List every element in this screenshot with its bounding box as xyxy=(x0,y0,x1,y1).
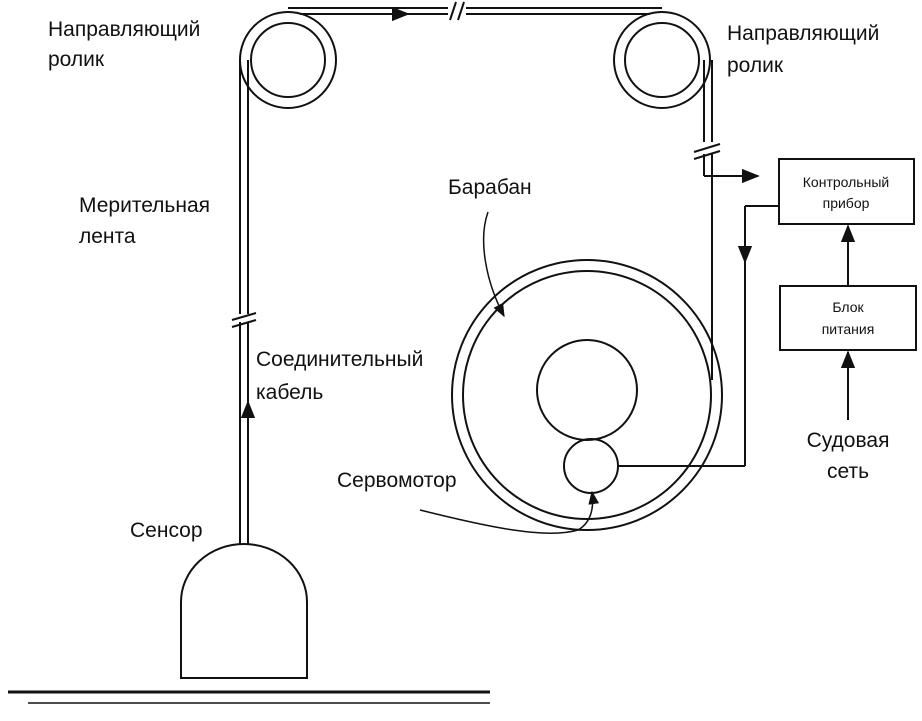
servo-control-wire xyxy=(618,205,779,467)
power-unit-label-line1: Блок xyxy=(832,299,864,315)
servomotor-label: Сервомотор xyxy=(337,469,457,492)
connecting-cable-label-line2: кабель xyxy=(256,381,323,404)
measuring-tape-left xyxy=(231,60,257,544)
ship-network-label-line2: сеть xyxy=(827,460,869,483)
measuring-tape-top xyxy=(288,1,662,22)
control-device-box: Контрольный прибор xyxy=(778,158,915,225)
ship-network-label-line1: Судовая xyxy=(807,429,890,452)
ground-line xyxy=(8,690,490,704)
servomotor-leader xyxy=(419,490,600,534)
guide-roller-right-label-line1: Направляющий xyxy=(727,22,879,45)
guide-roller-right-label-line2: ролик xyxy=(727,54,784,77)
drum-leader xyxy=(482,211,505,318)
measuring-tape-right xyxy=(693,60,760,380)
connecting-cable-label-line1: Соединительный xyxy=(256,348,423,371)
guide-roller-left-label-line1: Направляющий xyxy=(48,18,200,41)
sensor-label: Сенсор xyxy=(130,519,203,542)
control-device-label-line1: Контрольный xyxy=(803,174,889,190)
guide-roller-left-label-line2: ролик xyxy=(48,48,105,71)
measuring-tape-label-line1: Мерительная xyxy=(79,194,210,217)
servomotor xyxy=(563,438,619,494)
guide-roller-right xyxy=(613,11,711,109)
measuring-tape-label-line2: лента xyxy=(79,225,136,248)
control-device-label-line2: прибор xyxy=(823,195,870,211)
drum xyxy=(451,259,723,531)
guide-roller-left xyxy=(239,11,337,109)
power-unit-box: Блок питания xyxy=(779,285,917,351)
drum-label: Барабан xyxy=(448,176,532,199)
sensor-body xyxy=(180,543,308,679)
power-unit-label-line2: питания xyxy=(822,321,875,337)
